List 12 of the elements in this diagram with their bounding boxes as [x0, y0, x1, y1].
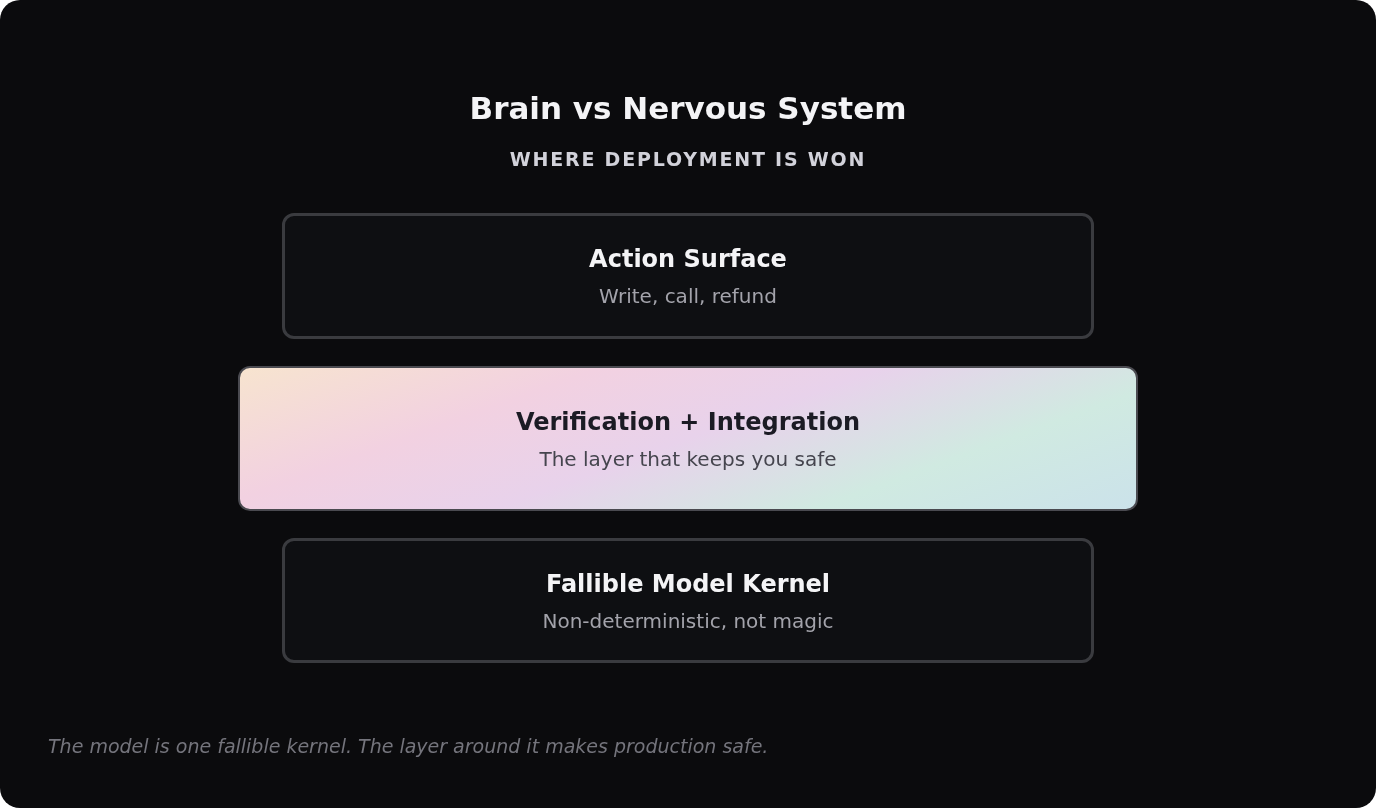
- layer-description: Write, call, refund: [599, 283, 777, 310]
- highlighted-layer-box: [238, 366, 1138, 511]
- layer-title: Fallible Model Kernel: [545, 568, 831, 600]
- layer-title: Action Surface: [589, 244, 787, 275]
- layer-box: [282, 538, 1094, 663]
- layer-box: [282, 213, 1094, 339]
- layer-description: The layer that keeps you safe: [539, 445, 837, 473]
- layer-title: Verification + Integration: [515, 406, 861, 438]
- layer-description: Non-deterministic, not magic: [542, 607, 834, 635]
- diagram-title: Brain vs Nervous System: [469, 89, 907, 128]
- subtitle: WHERE DEPLOYMENT IS WON: [509, 147, 867, 172]
- caption: The model is one fallible kernel. The layer around it makes production safe.: [48, 734, 769, 759]
